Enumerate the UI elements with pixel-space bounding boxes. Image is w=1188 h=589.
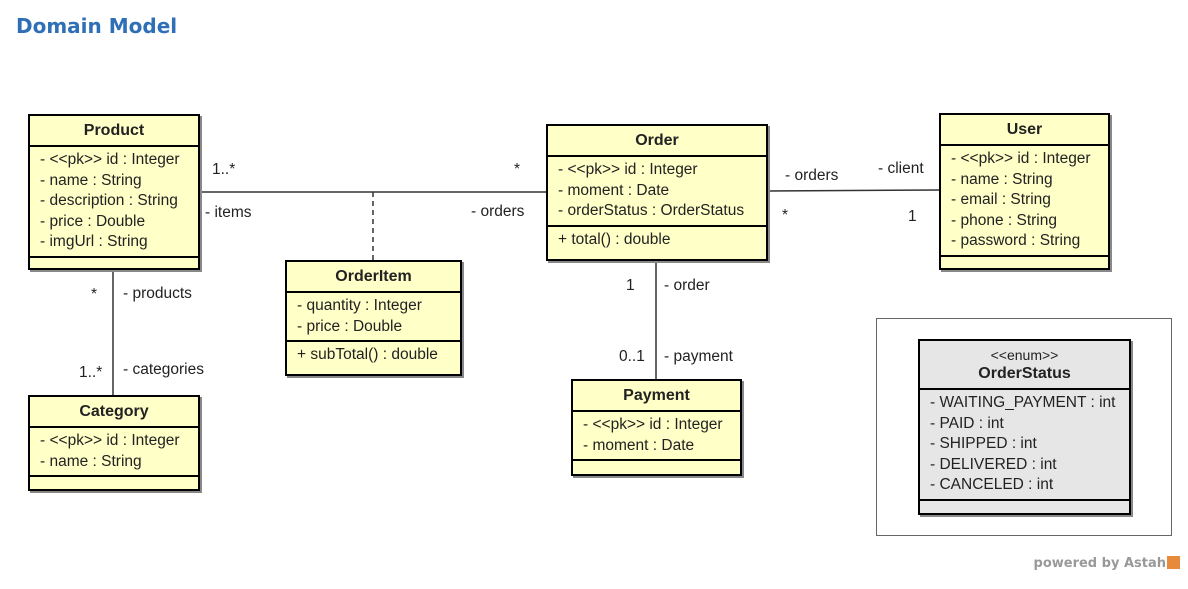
operations: [573, 461, 740, 471]
class-name: Product: [30, 116, 198, 147]
attribute: - moment : Date: [558, 181, 670, 199]
multiplicity-label: 1..*: [212, 161, 236, 178]
attributes: - <<pk>> id : Integer - name : String - …: [30, 147, 198, 258]
attribute: - quantity : Integer: [297, 297, 422, 314]
attributes: - <<pk>> id : Integer - moment : Date: [573, 412, 740, 461]
attribute: - orderStatus : OrderStatus: [558, 202, 745, 219]
class-name: Category: [30, 397, 198, 428]
class-name: Order: [548, 126, 766, 157]
role-label: - items: [205, 204, 252, 221]
attribute: - email : String: [951, 191, 1051, 208]
class-category[interactable]: Category - <<pk>> id : Integer - name : …: [28, 395, 200, 491]
enum-literal: - DELIVERED : int: [930, 455, 1057, 473]
class-orderitem[interactable]: OrderItem - quantity : Integer - price :…: [285, 260, 462, 376]
enum-literal: - SHIPPED : int: [930, 435, 1037, 452]
multiplicity-label: *: [782, 207, 789, 224]
operation: + subTotal() : double: [297, 346, 438, 363]
role-label: - client: [878, 160, 924, 177]
astah-logo-icon: [1167, 556, 1180, 569]
class-order[interactable]: Order - <<pk>> id : Integer - moment : D…: [546, 124, 768, 261]
multiplicity-label: 1: [626, 277, 635, 294]
attribute: - <<pk>> id : Integer: [40, 151, 180, 168]
operations: + total() : double: [548, 227, 766, 254]
attribute: - price : Double: [40, 212, 146, 230]
stereotype: <<enum>>: [990, 347, 1059, 363]
operations: [30, 477, 198, 487]
attribute: - <<pk>> id : Integer: [583, 416, 723, 433]
role-label: - orders: [785, 167, 839, 184]
attribute: - <<pk>> id : Integer: [558, 161, 698, 178]
attribute: - imgUrl : String: [40, 233, 148, 250]
attribute: - phone : String: [951, 211, 1057, 229]
page-title: Domain Model: [16, 14, 178, 38]
multiplicity-label: 0..1: [619, 348, 645, 365]
order-user-association: [766, 189, 940, 192]
operations: + subTotal() : double: [287, 342, 460, 369]
attributes: - <<pk>> id : Integer - name : String: [30, 428, 198, 477]
attribute: - password : String: [951, 232, 1081, 249]
attributes: - <<pk>> id : Integer - name : String - …: [941, 146, 1108, 257]
class-user[interactable]: User - <<pk>> id : Integer - name : Stri…: [939, 113, 1110, 270]
role-label: - categories: [123, 361, 204, 378]
multiplicity-label: 1: [908, 208, 917, 225]
class-name: Payment: [573, 381, 740, 412]
class-name: User: [941, 115, 1108, 146]
class-product[interactable]: Product - <<pk>> id : Integer - name : S…: [28, 114, 200, 270]
operation: + total() : double: [558, 230, 671, 248]
class-payment[interactable]: Payment - <<pk>> id : Integer - moment :…: [571, 379, 742, 476]
attribute: - name : String: [951, 170, 1053, 188]
class-name: OrderItem: [287, 262, 460, 293]
role-label: - orders: [471, 203, 525, 220]
operations: [941, 257, 1108, 267]
role-label: - order: [664, 277, 710, 294]
attribute: - <<pk>> id : Integer: [40, 432, 180, 449]
enum-literal: - WAITING_PAYMENT : int: [930, 394, 1116, 411]
attributes: - quantity : Integer - price : Double: [287, 293, 460, 342]
powered-by-footer: powered by Astah: [1034, 556, 1180, 571]
multiplicity-label: *: [514, 161, 521, 178]
powered-by-text: powered by Astah: [1033, 556, 1166, 571]
attribute: - name : String: [40, 171, 142, 189]
multiplicity-label: 1..*: [79, 364, 103, 381]
class-name: OrderStatus: [978, 365, 1071, 382]
attribute: - price : Double: [297, 317, 403, 335]
enum-header: <<enum>> OrderStatus: [920, 341, 1129, 390]
enum-orderstatus[interactable]: <<enum>> OrderStatus - WAITING_PAYMENT :…: [918, 339, 1131, 515]
enum-literal: - CANCELED : int: [930, 476, 1054, 493]
role-label: - payment: [664, 348, 733, 365]
enum-frame: [876, 318, 1172, 536]
attribute: - moment : Date: [583, 436, 695, 454]
operations: [920, 501, 1129, 511]
attribute: - description : String: [40, 192, 178, 209]
operations: [30, 258, 198, 268]
enum-literals: - WAITING_PAYMENT : int - PAID : int - S…: [920, 390, 1129, 501]
attribute: - <<pk>> id : Integer: [951, 150, 1091, 167]
enum-literal: - PAID : int: [930, 414, 1004, 432]
attributes: - <<pk>> id : Integer - moment : Date - …: [548, 157, 766, 227]
role-label: - products: [123, 285, 192, 302]
attribute: - name : String: [40, 452, 142, 470]
multiplicity-label: *: [91, 286, 98, 303]
